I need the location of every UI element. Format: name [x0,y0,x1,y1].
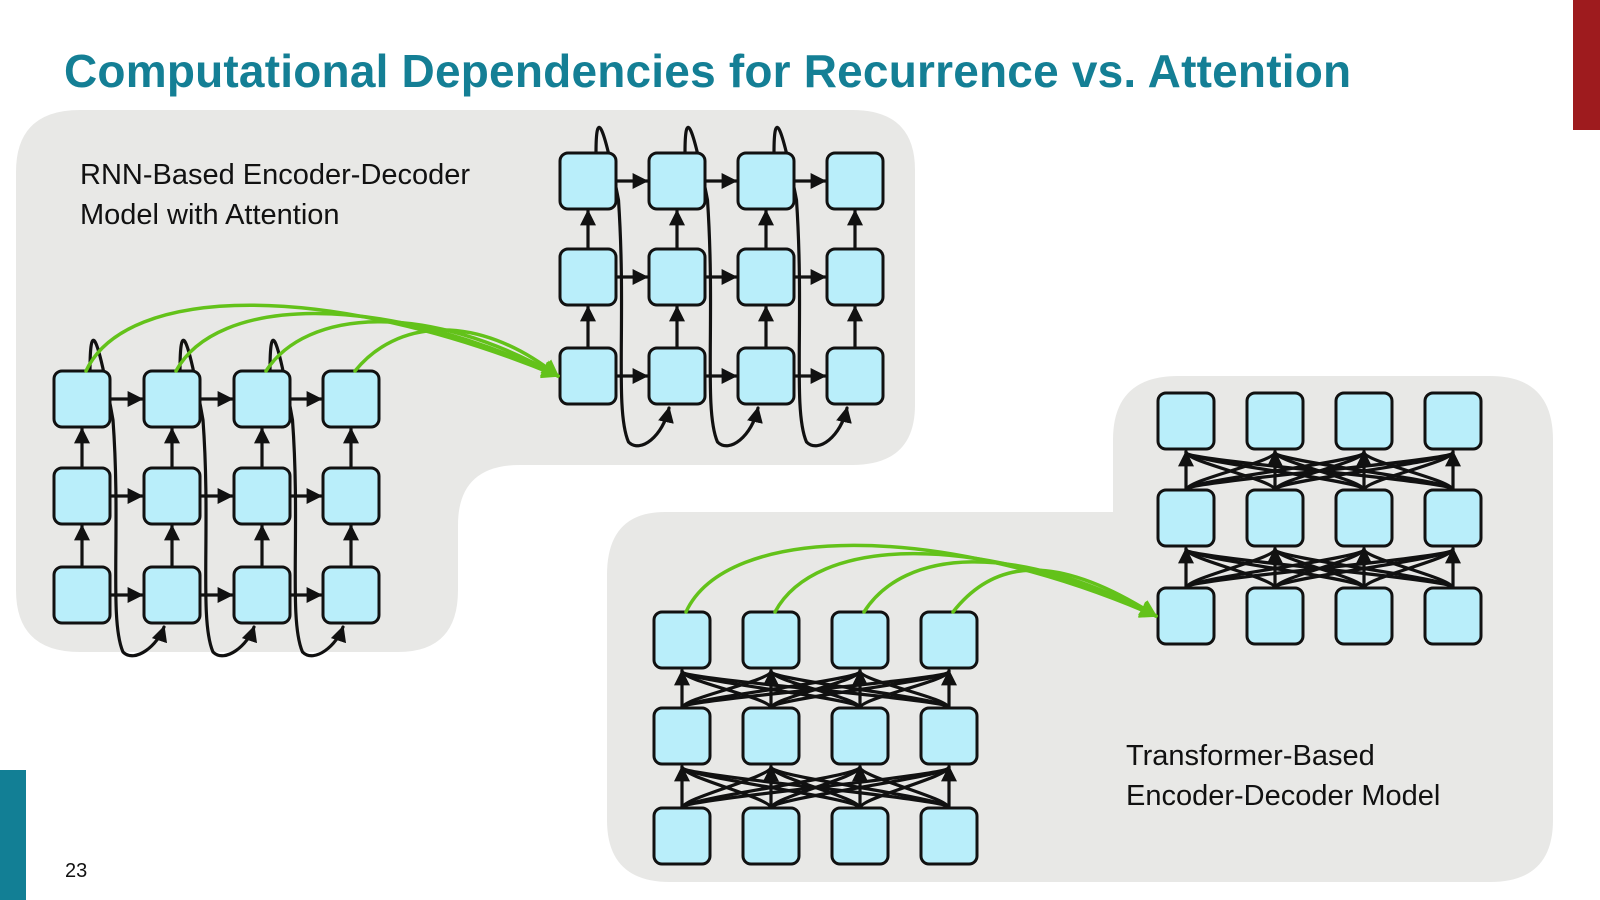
transformer-encoder-node [830,806,890,866]
transformer-attention-arc [862,560,1158,618]
transformer-decoder-node [1156,488,1216,548]
rnn-decoder-node [647,151,707,211]
rnn-attention-arc [84,303,560,379]
rnn-decoder-node [825,151,885,211]
rnn-encoder-node [321,565,381,625]
transformer-encoder-node [741,610,801,670]
transformer-attention-arc [684,543,1158,618]
transformer-encoder-node [919,706,979,766]
transformer-decoder-node [1423,391,1483,451]
transformer-decoder-node [1245,586,1305,646]
rnn-attention-arc [264,320,560,378]
transformer-encoder-node [830,610,890,670]
transformer-label-line-1: Transformer-Based [1126,740,1375,772]
rnn-encoder-node [142,565,202,625]
rnn-encoder-node [52,466,112,526]
rnn-encoder-node [232,369,292,429]
transformer-decoder-node [1245,391,1305,451]
rnn-encoder-node [52,565,112,625]
rnn-encoder-node [321,466,381,526]
rnn-decoder-node [558,151,618,211]
rnn-label-line-2: Model with Attention [80,199,340,231]
page-number: 23 [65,860,88,882]
rnn-encoder-node [321,369,381,429]
rnn-decoder-wrap-arrow [594,125,674,448]
transformer-decoder-node [1334,391,1394,451]
rnn-encoder-node [232,565,292,625]
transformer-label-line-2: Encoder-Decoder Model [1126,780,1441,812]
rnn-decoder-wrap-arrow [772,125,852,448]
rnn-decoder-node [647,247,707,307]
rnn-decoder-node [736,346,796,406]
rnn-decoder-node [736,247,796,307]
transformer-encoder-node [919,806,979,866]
rnn-decoder-node [825,346,885,406]
transformer-panel-label: Transformer-Based Encoder-Decoder Model [1126,736,1440,816]
transformer-decoder-node [1423,488,1483,548]
rnn-encoder-wrap-arrow [268,338,347,658]
transformer-decoder-node [1334,488,1394,548]
rnn-encoder-node [52,369,112,429]
rnn-attention-arc [353,328,560,378]
transformer-decoder-node [1156,391,1216,451]
rnn-encoder-node [142,466,202,526]
transformer-encoder-node [652,706,712,766]
transformer-encoder-node [741,806,801,866]
transformer-decoder-node [1334,586,1394,646]
rnn-decoder-wrap-arrow [683,125,763,448]
rnn-encoder-node [232,466,292,526]
transformer-attention-arc [773,551,1158,618]
transformer-attention-arc [951,568,1158,618]
rnn-encoder-node [142,369,202,429]
transformer-encoder-node [652,610,712,670]
transformer-decoder-node [1245,488,1305,548]
corner-accent-bar [1573,0,1600,130]
transformer-encoder-node [741,706,801,766]
transformer-decoder-node [1156,586,1216,646]
rnn-decoder-node [647,346,707,406]
rnn-decoder-node [825,247,885,307]
rnn-attention-arc [174,311,560,378]
rnn-decoder-node [558,247,618,307]
slide-title: Computational Dependencies for Recurrenc… [64,45,1352,97]
transformer-encoder-node [830,706,890,766]
transformer-decoder-node [1423,586,1483,646]
transformer-encoder-node [919,610,979,670]
transformer-encoder-node [652,806,712,866]
rnn-label-line-1: RNN-Based Encoder-Decoder [80,159,471,191]
rnn-encoder-wrap-arrow [178,338,258,658]
rnn-decoder-node [558,346,618,406]
rnn-encoder-wrap-arrow [88,338,168,658]
rnn-panel-label: RNN-Based Encoder-Decoder Model with Att… [80,155,470,235]
rnn-decoder-node [736,151,796,211]
side-accent-bar [0,770,26,900]
